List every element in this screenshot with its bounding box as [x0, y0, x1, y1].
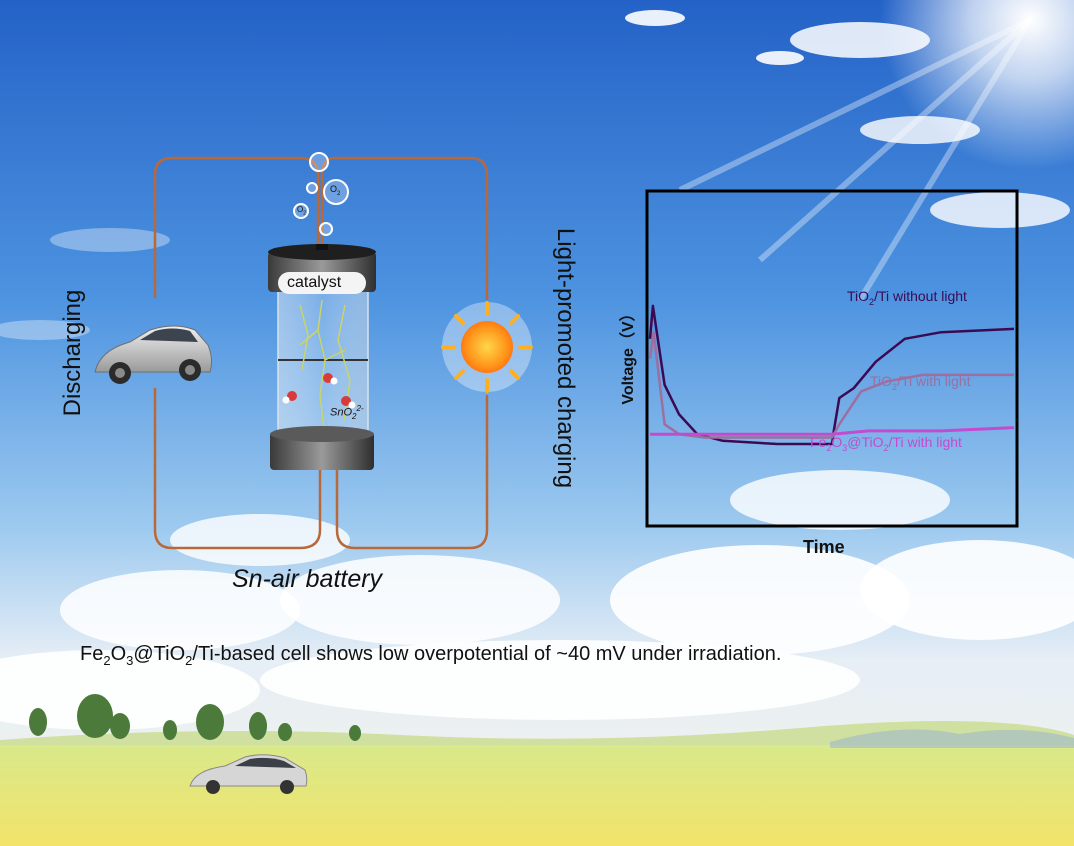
catalyst-label-bg — [278, 272, 366, 294]
series1-part2: /Ti with light — [897, 373, 971, 389]
series2-part1: Fe — [810, 434, 827, 450]
series-label-fe2o3: Fe2O3@TiO2/Ti with light — [810, 434, 962, 453]
o2-subscript-small: 2 — [303, 210, 307, 217]
o2-subscript: 2 — [337, 190, 341, 197]
caption-part2: O — [110, 643, 127, 665]
caption-sub1: 2 — [103, 653, 111, 668]
trees — [29, 694, 361, 741]
series2-sub3: 2 — [883, 442, 889, 453]
wire-bottom-right — [335, 395, 489, 550]
series-line-0 — [648, 304, 1015, 446]
o2-label-small: O2 — [297, 205, 306, 217]
sno2-symbol: SnO — [330, 406, 353, 419]
series-label-without-light: TiO2/Ti without light — [847, 288, 967, 307]
chart-ylabel: Voltage（V） — [620, 305, 637, 405]
wire-bottom-left — [153, 388, 322, 550]
sedan-car-icon — [189, 754, 308, 794]
caption-sub2: 3 — [126, 653, 134, 668]
sno2-subscript: 2 — [352, 411, 357, 421]
battery-title: Sn-air battery — [232, 565, 383, 593]
voltage-chart — [645, 189, 1019, 528]
oxygen-molecules — [282, 373, 356, 409]
wire-to-cap-left — [299, 156, 320, 245]
wire-top-right — [335, 156, 489, 300]
grassland — [0, 745, 1074, 846]
sno2-label: SnO22- — [330, 404, 364, 421]
series2-sub1: 2 — [826, 442, 832, 453]
caption-part4: /Ti-based cell shows low overpotential o… — [192, 643, 782, 665]
sno2-superscript: 2- — [356, 404, 364, 413]
battery-bottom-cap — [270, 432, 374, 470]
wire-to-cap-right — [320, 156, 336, 245]
caption: Fe2O3@TiO2/Ti-based cell shows low overp… — [80, 643, 781, 668]
series2-part2: O — [831, 434, 843, 450]
series2-part3: @TiO — [847, 434, 884, 450]
series1-part1: TiO — [870, 373, 893, 389]
caption-sub3: 2 — [185, 653, 193, 668]
caption-part1: Fe — [80, 643, 104, 665]
caption-part3: @TiO — [133, 643, 186, 665]
series-line-1 — [648, 330, 1014, 439]
catalyst-label: catalyst — [287, 274, 342, 291]
series0-sub: 2 — [869, 296, 875, 307]
series-line-2 — [650, 426, 1015, 436]
series0-part1: TiO — [847, 288, 870, 304]
discharging-label: Discharging — [59, 289, 86, 417]
chart-series-group — [648, 304, 1015, 446]
wire-top-left — [153, 156, 300, 298]
distant-mountains — [830, 729, 1074, 748]
series2-sub2: 3 — [842, 442, 848, 453]
series-label-with-light: TiO2/Ti with light — [870, 373, 970, 392]
battery-cell — [268, 244, 376, 470]
series2-part4: /Ti with light — [888, 434, 962, 450]
circuit-wires — [153, 156, 489, 550]
o2-bubbles — [293, 152, 349, 236]
sun-icon — [441, 301, 533, 393]
series0-part2: /Ti without light — [874, 288, 967, 304]
sports-car-icon — [94, 325, 213, 384]
chart-frame — [645, 189, 1019, 528]
o2-label-top: O2 — [330, 184, 340, 197]
o2-symbol-small: O — [297, 205, 304, 214]
o2-symbol: O — [330, 184, 338, 194]
chart-xlabel: Time — [803, 537, 845, 557]
light-charging-label: Light-promoted charging — [552, 227, 579, 489]
series1-sub: 2 — [892, 381, 898, 392]
clouds — [0, 10, 1074, 730]
